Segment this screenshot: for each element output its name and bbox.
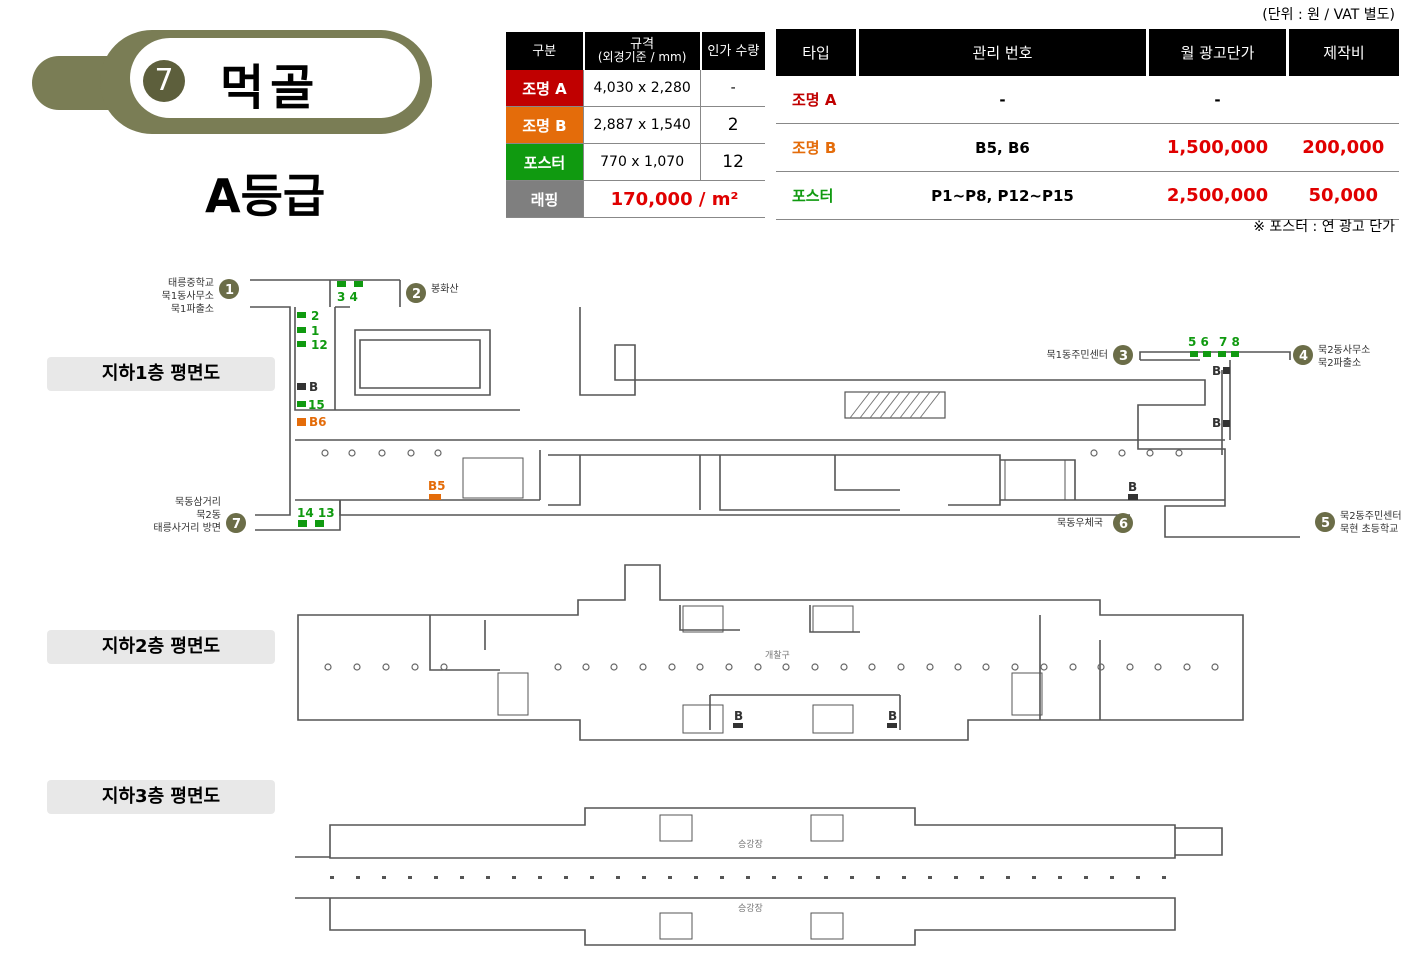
exit-1-label: 태릉중학교 [168, 277, 214, 289]
spec-qty: - [700, 70, 765, 107]
marker-5-6: 5 6 [1188, 335, 1209, 349]
exit-3-number: 3 [1119, 349, 1128, 364]
spec-table: 구분 규격(외경기준 / mm) 인가 수량 조명 A 4,030 x 2,28… [506, 32, 765, 218]
price-header-ids: 관리 번호 [856, 29, 1148, 76]
spec-size: 770 x 1,070 [582, 143, 701, 181]
marker-b: B [309, 380, 318, 394]
marker-3-4: 3 4 [337, 290, 358, 304]
spec-label: 조명 A [506, 70, 584, 107]
exit-4-label: 묵2파출소 [1318, 357, 1361, 369]
spec-size: 4,030 x 2,280 [582, 70, 701, 107]
exit-7-label: 태릉사거리 방면 [153, 522, 221, 534]
exit-4-number: 4 [1299, 349, 1308, 364]
exit-2-label: 봉화산 [431, 283, 459, 295]
wrap-label: 래핑 [506, 180, 584, 218]
exit-5-label: 묵2동주민센터 [1340, 510, 1402, 522]
price-header-type: 타입 [776, 29, 858, 76]
marker-b5: B5 [428, 479, 446, 493]
floor-label-b2: 지하2층 평면도 [47, 630, 275, 664]
exit-1-label: 묵1동사무소 [162, 290, 214, 302]
station-badge: 7 먹골 [32, 30, 432, 134]
wrap-price: 170,000 / m² [583, 180, 765, 218]
marker-b: B [1212, 364, 1221, 378]
spec-label: 포스터 [506, 143, 584, 181]
spec-qty: 2 [700, 106, 765, 144]
marker-b6: B6 [309, 415, 327, 429]
price-monthly: - [1147, 76, 1288, 124]
floor-plan-b2 [297, 564, 1244, 741]
price-table: 타입 관리 번호 월 광고단가 제작비 조명 A - - 조명 B B5, B6… [776, 29, 1399, 220]
exit-1-number: 1 [225, 283, 234, 298]
station-number: 7 [143, 60, 185, 102]
marker-2: 2 [311, 309, 319, 323]
floor-plan-b1 [250, 279, 1300, 538]
exit-7-label: 묵2동 [196, 509, 221, 521]
floor-plan-b3 [295, 807, 1223, 946]
foot-note: ※ 포스터 : 연 광고 단가 [1253, 219, 1395, 235]
table-row: 조명 A 4,030 x 2,280 - [506, 70, 765, 107]
marker-15: 15 [308, 398, 325, 412]
exit-3-label: 묵1동주민센터 [1046, 349, 1108, 361]
floor-label-b1: 지하1층 평면도 [47, 357, 275, 391]
marker-7-8: 7 8 [1219, 335, 1240, 349]
price-type: 조명 B [776, 123, 858, 172]
price-production: 50,000 [1287, 171, 1399, 220]
table-row: 포스터 770 x 1,070 12 [506, 143, 765, 181]
spec-size: 2,887 x 1,540 [582, 106, 701, 144]
spec-label: 조명 B [506, 106, 584, 144]
marker-12: 12 [311, 338, 328, 352]
ticket-gate-label: 개찰구 [765, 650, 790, 661]
marker-b: B [1128, 480, 1137, 494]
exit-6-label: 묵동우체국 [1057, 517, 1103, 529]
exit-5-number: 5 [1321, 516, 1330, 531]
exit-1-label: 묵1파출소 [171, 303, 214, 315]
station-name: 먹골 [220, 60, 321, 116]
marker-14-13: 14 13 [297, 506, 335, 520]
exit-7-number: 7 [232, 517, 241, 532]
exit-2-number: 2 [412, 287, 421, 302]
spec-header-size: 규격(외경기준 / mm) [582, 32, 701, 70]
platform-label: 승강장 [738, 903, 763, 914]
marker-b: B [888, 709, 897, 723]
price-ids: - [857, 76, 1148, 124]
platform-label: 승강장 [738, 839, 763, 850]
marker-b: B [734, 709, 743, 723]
spec-qty: 12 [700, 143, 765, 181]
marker-1: 1 [311, 324, 319, 338]
price-monthly: 2,500,000 [1147, 171, 1288, 220]
grade-label: A등급 [205, 169, 326, 223]
price-header-monthly: 월 광고단가 [1146, 29, 1288, 76]
price-ids: B5, B6 [857, 123, 1148, 172]
price-type: 조명 A [776, 76, 858, 124]
price-production [1287, 76, 1399, 124]
price-type: 포스터 [776, 171, 858, 220]
spec-header-type: 구분 [506, 32, 584, 70]
marker-b: B [1212, 416, 1221, 430]
price-header-production: 제작비 [1286, 29, 1399, 76]
price-ids: P1~P8, P12~P15 [857, 171, 1148, 220]
unit-note: (단위 : 원 / VAT 별도) [1262, 7, 1395, 23]
price-production: 200,000 [1287, 123, 1399, 172]
exit-7-label: 묵동삼거리 [175, 496, 221, 508]
exit-5-label: 묵현 초등학교 [1340, 523, 1398, 535]
table-row: 조명 B 2,887 x 1,540 2 [506, 106, 765, 144]
floor-label-b3: 지하3층 평면도 [47, 780, 275, 814]
spec-header-qty: 인가 수량 [699, 32, 765, 70]
table-row: 조명 B B5, B6 1,500,000 200,000 [776, 123, 1399, 172]
price-monthly: 1,500,000 [1147, 123, 1288, 172]
table-row: 포스터 P1~P8, P12~P15 2,500,000 50,000 [776, 171, 1399, 220]
exit-4-label: 묵2동사무소 [1318, 344, 1370, 356]
exit-6-number: 6 [1119, 517, 1128, 532]
table-row: 조명 A - - [776, 76, 1399, 124]
table-row: 래핑 170,000 / m² [506, 180, 765, 218]
